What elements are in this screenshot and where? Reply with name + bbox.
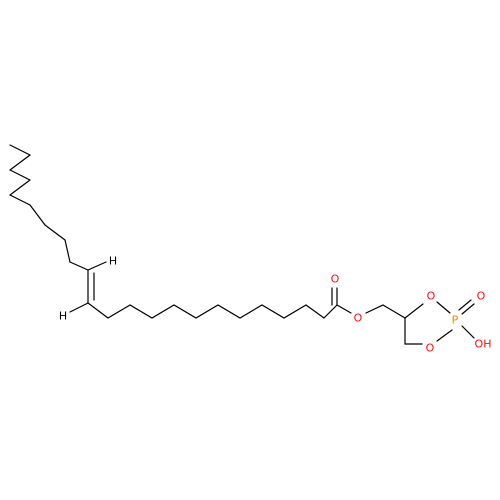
bond <box>29 204 46 226</box>
bond <box>436 329 453 342</box>
carbonyl-oxygen-label: O <box>331 273 340 286</box>
bond <box>404 303 424 319</box>
hydroxyl-label: OH <box>475 338 492 351</box>
bond-to-h-upper <box>87 261 107 271</box>
hydrogen-lower-label: H <box>59 310 67 323</box>
chain-zigzag <box>87 302 325 319</box>
bond <box>382 304 406 319</box>
bond <box>69 261 89 271</box>
bond <box>365 304 384 314</box>
ester-group: O O <box>323 273 406 325</box>
phosphorus-label: P <box>452 314 459 327</box>
ring-oxygen-top-label: O <box>427 290 436 303</box>
bond <box>9 169 31 181</box>
bond <box>64 239 71 263</box>
bond <box>323 304 338 319</box>
bond <box>44 224 66 241</box>
alkyl-chain <box>87 302 325 319</box>
bond <box>9 194 31 206</box>
ring-oxygen-bottom-label: O <box>426 342 435 355</box>
phosphoryl-bond-1 <box>461 303 475 315</box>
bond <box>336 304 352 314</box>
bond <box>436 301 451 314</box>
bond <box>9 144 31 156</box>
bond <box>9 154 31 171</box>
cyclic-phosphate: O P O O OH <box>404 290 492 355</box>
bond <box>461 325 475 339</box>
phosphoryl-oxygen-label: O <box>477 290 486 303</box>
hydrogen-upper-label: H <box>109 255 117 268</box>
alkyl-tail <box>9 144 89 271</box>
phosphoryl-bond-2 <box>458 299 472 311</box>
bond <box>9 179 31 196</box>
cis-double-bond: H H <box>59 255 117 323</box>
ester-oxygen-label: O <box>354 312 363 325</box>
bond-to-h-lower <box>69 302 89 313</box>
